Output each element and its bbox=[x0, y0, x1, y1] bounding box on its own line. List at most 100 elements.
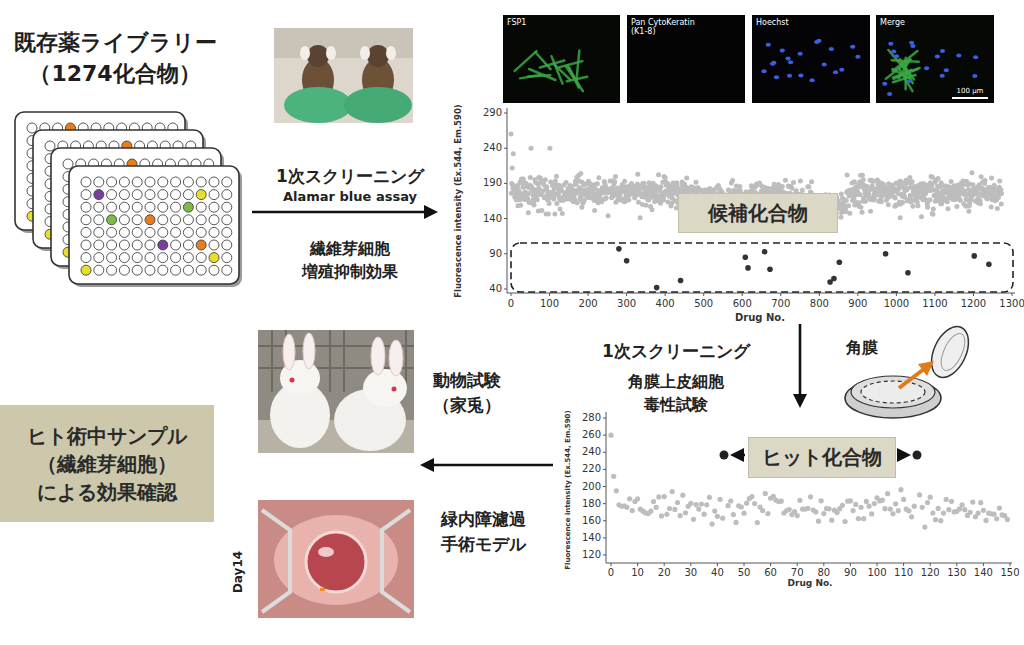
axis-tick bbox=[956, 563, 957, 566]
data-point bbox=[675, 182, 680, 187]
data-point bbox=[638, 215, 643, 220]
data-point bbox=[744, 501, 749, 506]
data-point bbox=[870, 179, 875, 184]
illustration-part bbox=[306, 532, 366, 592]
data-point bbox=[927, 197, 932, 202]
data-point bbox=[981, 508, 986, 513]
data-point bbox=[797, 498, 802, 503]
data-point bbox=[907, 175, 912, 180]
axis-tick bbox=[1010, 563, 1011, 566]
data-point bbox=[596, 175, 601, 180]
axis-tick bbox=[504, 183, 507, 184]
plate-well bbox=[119, 190, 129, 200]
data-point bbox=[997, 178, 1002, 183]
illustration-part bbox=[290, 378, 295, 383]
data-point bbox=[670, 489, 675, 494]
nucleus-stain bbox=[766, 43, 771, 47]
data-point bbox=[691, 517, 696, 522]
data-point bbox=[684, 176, 689, 181]
fibroblast-stain bbox=[576, 51, 579, 82]
data-point bbox=[720, 516, 725, 521]
data-point bbox=[798, 179, 803, 184]
flow-arrow bbox=[252, 205, 438, 219]
data-point bbox=[936, 176, 941, 181]
plate-well bbox=[209, 227, 219, 237]
illustration-part bbox=[899, 369, 924, 388]
axis-tick bbox=[603, 418, 606, 419]
plate-well bbox=[171, 202, 181, 212]
data-point bbox=[648, 509, 653, 514]
plate-well bbox=[94, 202, 104, 212]
axis-tick bbox=[744, 563, 745, 566]
illustration-part bbox=[303, 333, 315, 369]
data-point bbox=[933, 517, 938, 522]
plate-well bbox=[132, 177, 142, 187]
illustration-part bbox=[952, 97, 988, 99]
axis-tick bbox=[603, 503, 606, 504]
illustration-part bbox=[271, 330, 273, 392]
data-point bbox=[551, 196, 556, 201]
plate-well bbox=[107, 177, 117, 187]
data-point bbox=[861, 177, 866, 182]
data-point bbox=[1005, 517, 1010, 522]
illustration-part bbox=[924, 321, 976, 383]
data-point bbox=[547, 201, 552, 206]
axis-tick bbox=[603, 435, 606, 436]
nucleus-stain bbox=[924, 66, 929, 70]
data-point bbox=[762, 249, 768, 255]
data-point bbox=[983, 178, 988, 183]
data-point bbox=[872, 501, 877, 506]
plate-well bbox=[171, 227, 181, 237]
axis-tick bbox=[973, 293, 974, 296]
data-point bbox=[606, 213, 611, 218]
data-point bbox=[910, 179, 915, 184]
plate-well bbox=[171, 215, 181, 225]
plate-well bbox=[196, 240, 206, 250]
data-point bbox=[650, 207, 655, 212]
plate-well bbox=[158, 202, 168, 212]
illustration-part bbox=[326, 46, 336, 60]
plate-well bbox=[107, 240, 117, 250]
fibroblast-stain bbox=[529, 69, 555, 80]
plate-well bbox=[81, 202, 91, 212]
illustration-part bbox=[283, 334, 295, 370]
nucleus-stain bbox=[780, 49, 785, 53]
data-point bbox=[526, 210, 531, 215]
data-point bbox=[635, 172, 640, 177]
plate-well bbox=[145, 253, 155, 263]
data-point bbox=[779, 499, 784, 504]
plate-well bbox=[94, 177, 104, 187]
nucleus-stain bbox=[774, 75, 779, 79]
data-point bbox=[518, 203, 523, 208]
nucleus-stain bbox=[798, 73, 803, 77]
data-point bbox=[635, 496, 640, 501]
data-point bbox=[659, 513, 664, 518]
data-point bbox=[699, 501, 704, 506]
data-point bbox=[864, 499, 869, 504]
plate-well bbox=[145, 227, 155, 237]
data-point bbox=[845, 172, 850, 177]
nucleus-stain bbox=[787, 74, 792, 78]
data-point bbox=[882, 506, 887, 511]
data-point bbox=[608, 433, 613, 438]
data-point bbox=[656, 172, 661, 177]
data-point bbox=[626, 197, 631, 202]
data-point bbox=[626, 197, 631, 202]
data-point bbox=[743, 255, 749, 261]
nucleus-stain bbox=[855, 55, 860, 59]
data-point bbox=[749, 494, 754, 499]
data-point bbox=[529, 146, 534, 151]
data-point bbox=[658, 184, 663, 189]
data-point bbox=[971, 182, 976, 187]
data-point bbox=[725, 503, 730, 508]
plate-well bbox=[183, 177, 193, 187]
data-point bbox=[539, 208, 544, 213]
data-point bbox=[800, 188, 805, 193]
data-point bbox=[838, 215, 843, 220]
data-point bbox=[986, 262, 992, 268]
data-point bbox=[552, 212, 557, 217]
plate-well bbox=[196, 265, 206, 275]
data-point bbox=[983, 518, 988, 523]
hit-dot bbox=[913, 451, 922, 460]
data-point bbox=[592, 208, 597, 213]
